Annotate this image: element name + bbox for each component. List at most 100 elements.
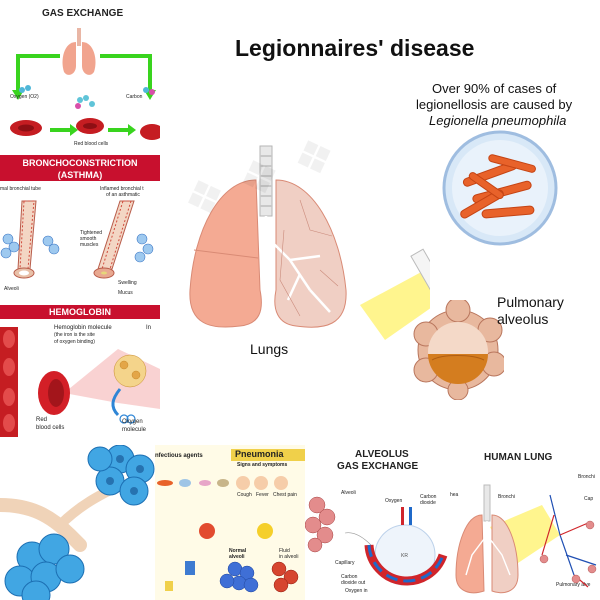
oxygen-in-label: Oxygen in [345,588,368,594]
cap-partial-label: Cap [584,496,594,502]
alveoli-label: Alveoli [4,286,19,292]
lungs-illustration [189,145,430,340]
main-title: Legionnaires' disease [235,35,475,61]
alveolus-exchange-title1: ALVEOLUS [355,449,409,460]
hemoglobin-diagram [0,327,160,437]
oxygen-mol-line1: Oxygen [122,419,143,425]
asthma-title-line1: BRONCHOCONSTRICTION [22,158,138,168]
oxygen-mol-line2: molecule [122,427,147,433]
asthma-panel: BRONCHOCONSTRICTION (ASTHMA) mal bronchi… [0,155,160,305]
cough-label: Cough [237,492,252,498]
fluid-line1: Fluid [279,548,290,554]
alveolus-label-line1: Pulmonary [497,294,564,310]
fact-line3: Legionella pneumophila [429,113,567,128]
mucus-label: Mucus [118,290,133,296]
normal-bronchus-icon [13,200,37,279]
infectious-agents-label: nfectious agents [155,453,203,459]
pulmonary-alveolus-illustration [413,300,504,400]
molecule-line2: (the iron is the site [54,332,95,338]
alveolus-sac-icon [364,524,448,586]
alveoli-mini-label: Alveoli [341,490,356,496]
oxygen-molecules-icon [19,85,155,109]
asthma-banner: BRONCHOCONSTRICTION (ASTHMA) [0,155,160,181]
human-lung-panel: HUMAN LUNG hea Bronchi Bronchi Cap Pulmo… [450,445,600,600]
signs-label: Signs and symptoms [237,462,288,468]
oxygen-arrow [111,388,122,417]
oxygen-molecule-icon [119,414,136,424]
alveoli-bunch-icon [305,496,336,553]
red-blood-cells-label: Red blood cells [74,141,109,147]
molecule-line1: Hemoglobin molecule [54,325,112,331]
rbc-line1: Red [36,417,48,423]
inflamed-line1: Inflamed bronchial t [100,186,144,192]
legionella-bacteria-icon [460,154,536,219]
blue-alveoli-panel [0,445,155,600]
normal-alveoli-icon [219,561,259,593]
molecule-line3: of oxygen binding) [54,339,95,345]
alveolus-label-line2: alveolus [497,311,549,327]
pneumonia-title: Pneumonia [235,449,284,459]
bacteria-circle-illustration [442,130,558,246]
alveolus-exchange-title2: GAS EXCHANGE [337,461,419,472]
carbon-mini-line2: dioxide [420,500,436,506]
inflamed-bronchus-icon [93,200,135,279]
bronchial-tubes-diagram [0,200,154,279]
right-lung [274,179,347,328]
trachea-mini-icon [483,484,491,522]
inflamed-line2: of an asthmatic [106,192,140,198]
red-blood-cells-icon [10,118,160,140]
bronchi-partial-label: Bronchi [578,474,595,480]
mini-lungs-icon [62,28,96,75]
fact-line2: legionellosis are caused by [416,97,573,112]
tightened-line1: Tightened [80,230,103,236]
gas-exchange-title: GAS EXCHANGE [42,8,124,19]
alveolus-exchange-diagram: KR [305,496,448,586]
swelling-label: Swelling [118,280,137,286]
normal-alveoli-line2: alveoli [229,554,245,560]
pneumonia-panel: nfectious agents Pneumonia Signs and sym… [155,445,305,600]
fluid-line2: in alveoli [279,554,299,560]
trachea-partial-label: hea [450,492,459,498]
rbc-line2: blood cells [36,425,65,431]
alveolus-fluid [428,354,488,384]
hemoglobin-partial-label: In [146,325,152,331]
bronchi-label: Bronchi [498,494,515,500]
bacteria-icons [157,479,229,487]
co2-out-line2: dioxide out [341,580,366,586]
pulmonary-partial-label: Pulmonary alve [556,582,591,588]
blue-alveoli-illustration [0,445,155,600]
oxygen-mini-label: Oxygen [385,498,403,504]
hemoglobin-panel: HEMOGLOBIN Hemoglobin molecule (the iron… [0,305,160,440]
fever-label: Fever [256,492,269,498]
normal-alveoli-line1: Normal [229,548,247,554]
gas-exchange-panel: GAS EXCHANGE Oxygen (O2) Carbon [0,0,160,150]
smiley-icon [257,523,273,539]
human-lung-diagram [455,484,597,594]
magnifier-icon [410,248,430,292]
alveoli-cluster-icon [0,233,60,259]
gas-arrows [401,507,412,525]
pneumonia-header: Pneumonia [231,449,305,461]
carbon-mini-line1: Carbon [420,494,437,500]
asthma-title-line2: (ASTHMA) [57,170,103,180]
gas-exchange-diagram [10,28,160,140]
bronchi-mini-tree [465,521,511,576]
pill-bottle-icon [185,561,195,575]
normal-tube-label: mal bronchial tube [0,186,41,192]
apple-icon [199,523,215,539]
svg-text:KR: KR [401,553,408,559]
human-lung-title: HUMAN LUNG [484,452,553,463]
alveolus-exchange-panel: ALVEOLUS GAS EXCHANGE Alveoli Oxygen Car… [305,445,450,600]
green-cycle-arrows [16,54,152,132]
fact-line1: Over 90% of cases of [432,81,557,96]
symptom-face-icons [236,476,288,490]
fluid-alveoli-icon [271,561,299,593]
zoom-cone [64,349,160,409]
magnifier-beam [360,270,430,340]
right-lung-mini [491,514,519,594]
tightened-line2: smooth [80,236,97,242]
small-glass-icon [165,581,173,591]
capillary-label: Capillary [335,560,355,566]
hemoglobin-molecule-icon [113,354,147,388]
bronchi-tree [264,216,331,313]
